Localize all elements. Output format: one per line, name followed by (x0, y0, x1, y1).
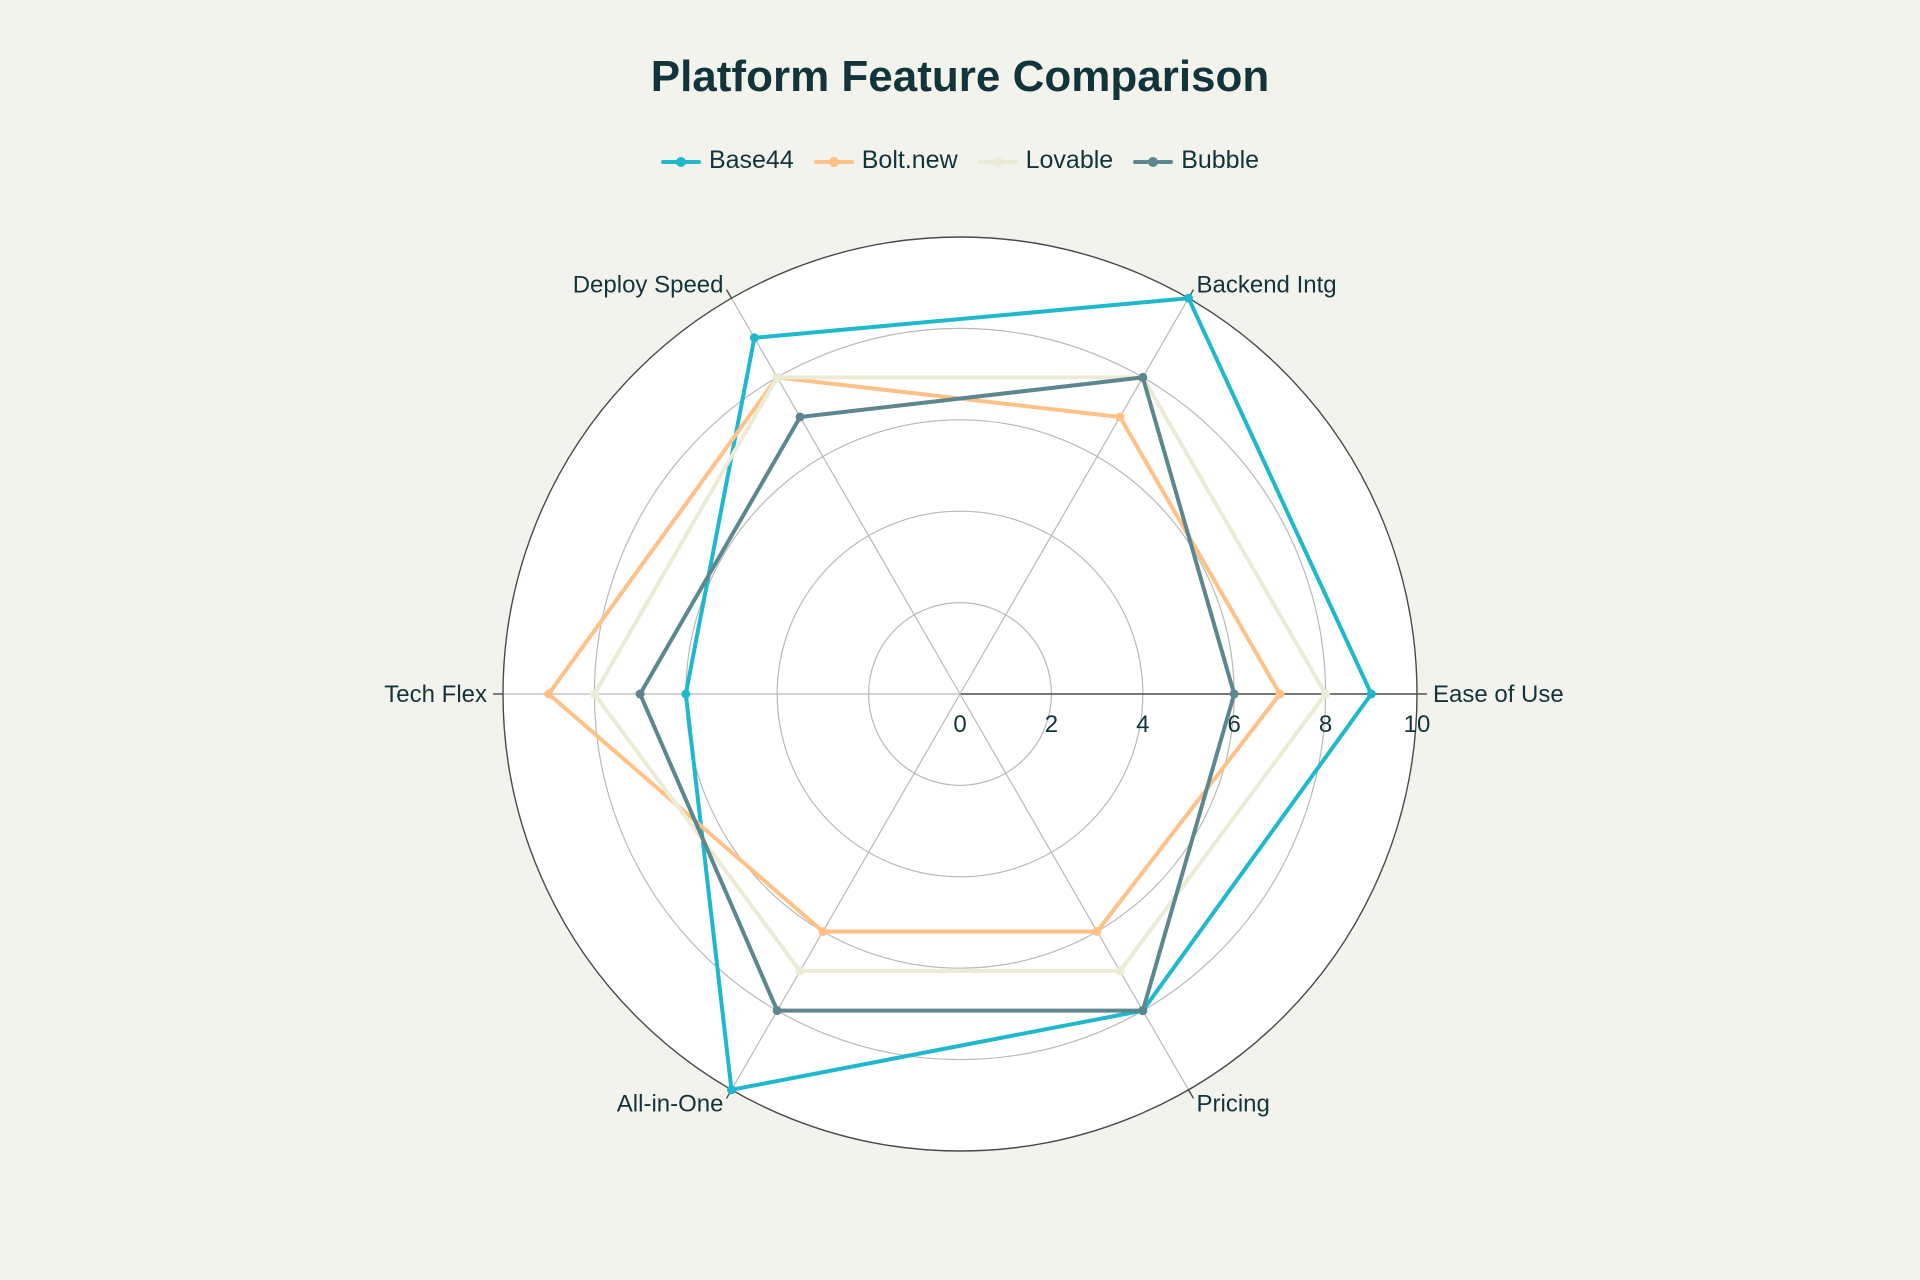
legend-swatch-dot (1148, 156, 1159, 167)
data-point (772, 1006, 782, 1016)
data-point (1138, 372, 1148, 382)
legend-label: Base44 (708, 146, 794, 174)
spoke-5 (959, 693, 1190, 1091)
data-point (1115, 966, 1125, 976)
data-point (681, 689, 691, 699)
radial-tick-label: 6 (1228, 711, 1241, 738)
legend-label: Bolt.new (861, 146, 958, 174)
axis-label-backend-intg: Backend Intg (1197, 271, 1337, 298)
data-point (1321, 689, 1331, 699)
legend-swatch-dot (992, 156, 1003, 167)
data-point (727, 1085, 736, 1095)
legend-swatch (813, 151, 854, 171)
axis-tick-5 (1187, 1089, 1195, 1099)
legend-item-lovable[interactable]: Lovable (977, 146, 1114, 175)
radial-tick-label: 4 (1136, 711, 1149, 738)
data-point (1229, 689, 1239, 699)
axis-label-all-in-one: All-in-One (617, 1091, 724, 1118)
series-bubble (635, 372, 1239, 1016)
data-point (1138, 1006, 1148, 1016)
legend-label: Bubble (1181, 146, 1260, 174)
legend-swatch-dot (675, 156, 686, 167)
legend-swatch (660, 151, 701, 171)
data-point (772, 372, 782, 382)
data-point (1275, 689, 1285, 699)
axis-label-ease-of-use: Ease of Use (1433, 681, 1564, 708)
axis-tick-2 (725, 289, 733, 299)
radial-tick-label: 2 (1045, 711, 1058, 738)
data-point (795, 966, 805, 976)
data-point (635, 689, 645, 699)
data-point (544, 689, 554, 699)
legend-item-bubble[interactable]: Bubble (1133, 146, 1259, 175)
legend-swatch-dot (828, 156, 839, 167)
data-point (589, 689, 599, 699)
data-point (1366, 689, 1376, 699)
legend: Base44 Bolt.new Lovable Bubble (0, 146, 1920, 175)
legend-item-base44[interactable]: Base44 (660, 146, 794, 175)
spoke-4 (730, 693, 961, 1091)
radial-tick-label: 10 (1404, 711, 1431, 738)
legend-swatch (977, 151, 1018, 171)
data-point (1092, 926, 1102, 936)
radial-tick-label: 8 (1319, 711, 1332, 738)
spoke-2 (730, 297, 961, 695)
data-point (1115, 412, 1125, 422)
axis-label-tech-flex: Tech Flex (384, 681, 487, 708)
radial-tick-label: 0 (953, 711, 966, 738)
data-point (1184, 293, 1193, 303)
data-point (749, 333, 759, 343)
legend-swatch (1133, 151, 1174, 171)
legend-label: Lovable (1025, 146, 1114, 174)
axis-label-pricing: Pricing (1197, 1091, 1270, 1118)
chart-title: Platform Feature Comparison (650, 52, 1270, 101)
legend-item-bolt-new[interactable]: Bolt.new (813, 146, 958, 175)
axis-label-deploy-speed: Deploy Speed (573, 271, 724, 298)
spoke-1 (959, 297, 1190, 695)
data-point (818, 926, 828, 936)
data-point (795, 412, 805, 422)
